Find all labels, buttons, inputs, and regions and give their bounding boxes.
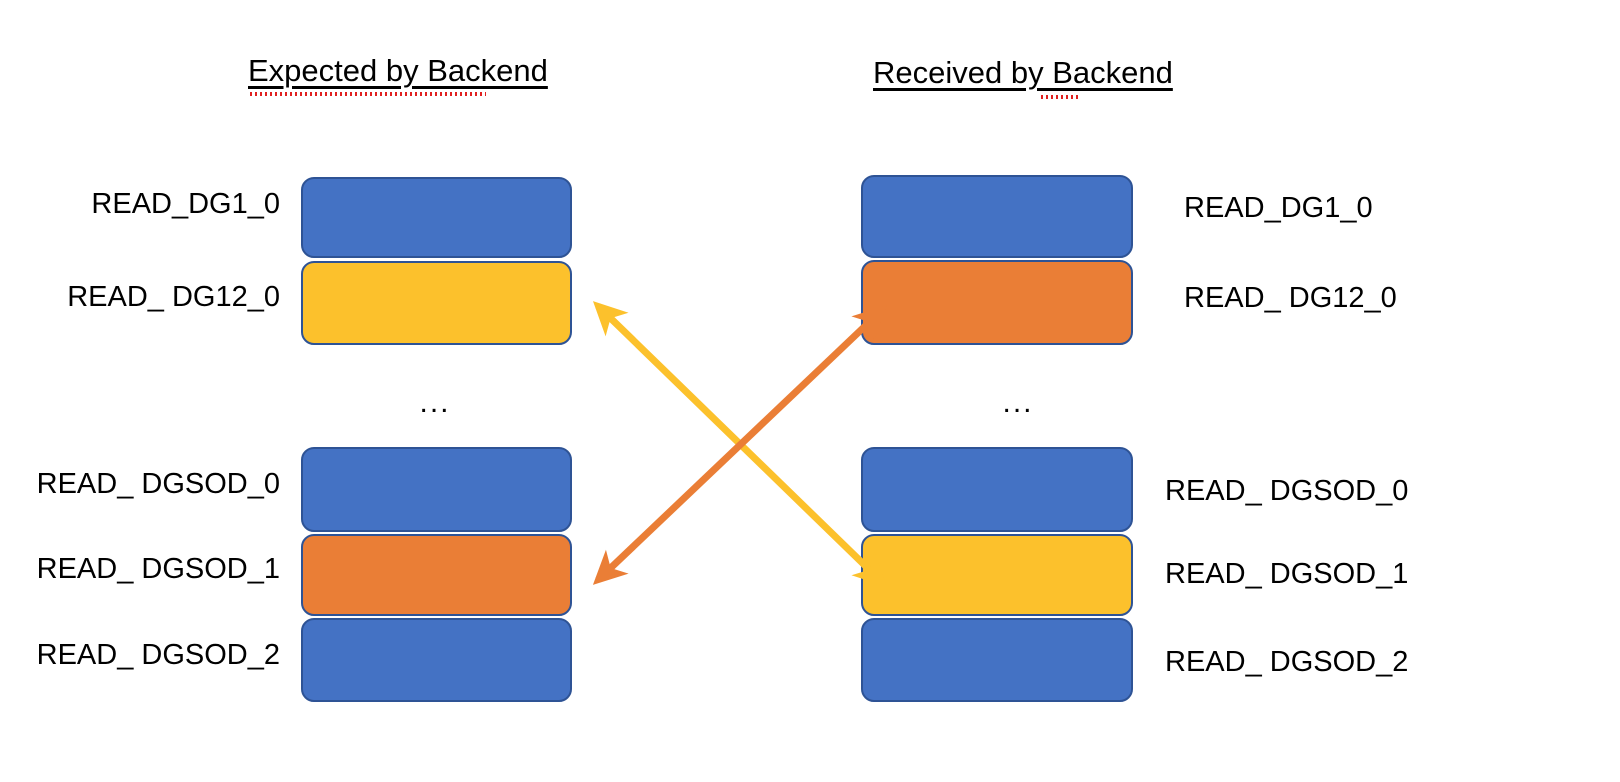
right-box-read-dgsod-1[interactable] <box>861 534 1133 616</box>
right-label-read-dgsod-1: READ_ DGSOD_1 <box>1165 558 1409 590</box>
right-label-read-dgsod-0: READ_ DGSOD_0 <box>1165 475 1409 507</box>
left-label-read-dg1-0: READ_DG1_0 <box>91 188 280 220</box>
left-ellipsis: ... <box>419 386 451 419</box>
left-box-read-dg12-0[interactable] <box>301 261 572 345</box>
left-label-read-dgsod-1: READ_ DGSOD_1 <box>36 553 280 585</box>
right-label-read-dg12-0: READ_ DG12_0 <box>1184 282 1397 314</box>
left-box-read-dgsod-1[interactable] <box>301 534 572 616</box>
right-ellipsis: ... <box>1002 386 1034 419</box>
left-box-read-dgsod-2[interactable] <box>301 618 572 702</box>
spellcheck-squiggle-right <box>1041 95 1079 99</box>
yellow-swap-arrow <box>592 301 888 587</box>
column-heading-expected: Expected by Backend <box>248 53 548 88</box>
orange-swap-arrow <box>592 305 888 585</box>
right-box-read-dg1-0[interactable] <box>861 175 1133 258</box>
column-heading-received: Received by Backend <box>873 55 1173 90</box>
right-box-read-dg12-0[interactable] <box>861 260 1133 345</box>
left-box-read-dg1-0[interactable] <box>301 177 572 258</box>
right-label-read-dgsod-2: READ_ DGSOD_2 <box>1165 646 1409 678</box>
left-box-read-dgsod-0[interactable] <box>301 447 572 532</box>
spellcheck-squiggle-left <box>250 92 486 96</box>
left-label-read-dgsod-0: READ_ DGSOD_0 <box>36 468 280 500</box>
right-box-read-dgsod-2[interactable] <box>861 618 1133 702</box>
right-label-read-dg1-0: READ_DG1_0 <box>1184 192 1373 224</box>
right-box-read-dgsod-0[interactable] <box>861 447 1133 532</box>
left-label-read-dg12-0: READ_ DG12_0 <box>67 281 280 313</box>
left-label-read-dgsod-2: READ_ DGSOD_2 <box>36 639 280 671</box>
